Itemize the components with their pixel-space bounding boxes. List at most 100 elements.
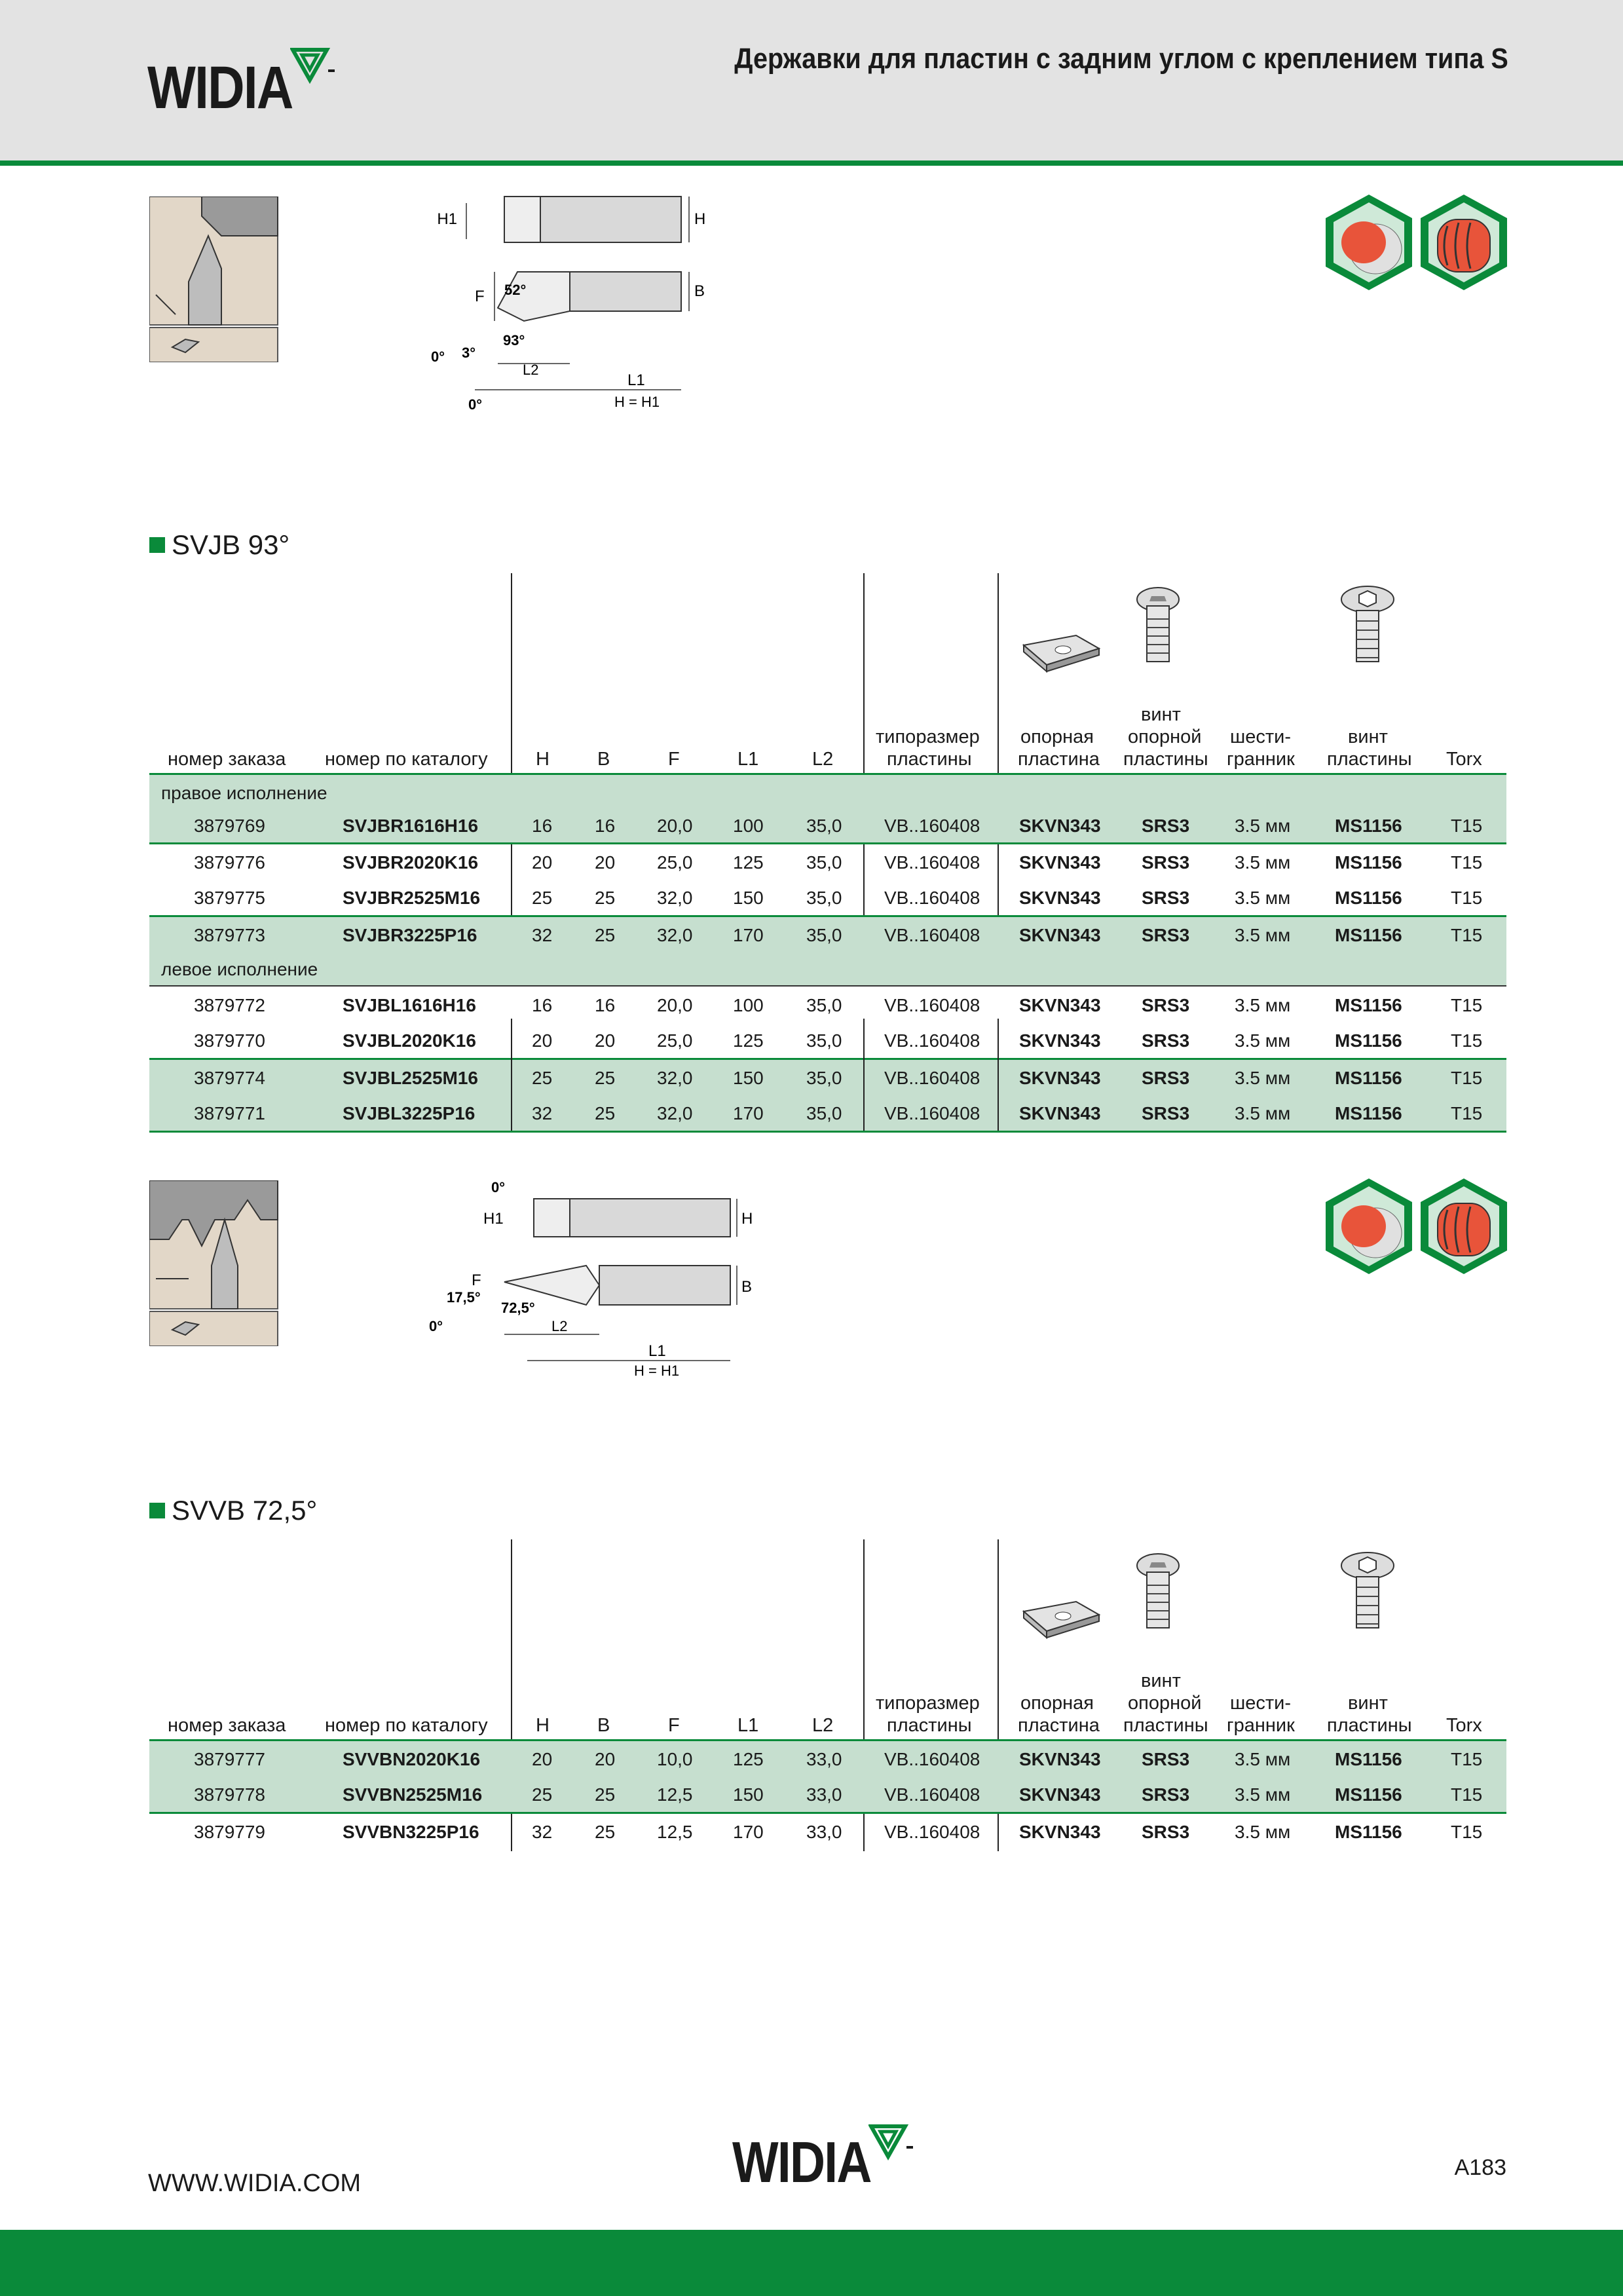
cell-f: 20,0 [657, 995, 693, 1015]
cell-shim-screw: SRS3 [1142, 1068, 1190, 1088]
logo-text: WIDIA [732, 2130, 872, 2194]
cell-l2: 35,0 [806, 995, 842, 1015]
angle-52: 52° [504, 282, 526, 298]
col-shim-2: пластина [1018, 1715, 1100, 1736]
col-hex-1: шести- [1230, 1693, 1292, 1714]
cell-l1: 125 [733, 852, 764, 873]
dim-b: B [694, 282, 705, 300]
table-rule [149, 773, 1506, 775]
col-shim-screw-1: винт [1141, 704, 1181, 725]
page-number: A183 [1454, 2155, 1506, 2180]
col-insert-screw-1: винт [1348, 726, 1388, 747]
shim-plate-icon [1022, 1600, 1101, 1640]
cell-l2: 33,0 [806, 1784, 842, 1805]
col-insert-screw-2: пластины [1327, 749, 1412, 770]
cell-insert: VB..160408 [884, 816, 980, 836]
tool-holder-drawing-svvb: 0° H1 H F 17,5° 72,5° B 0° L2 L1 H = H1 [429, 1179, 753, 1379]
cell-torx: T15 [1451, 852, 1483, 873]
cell-l2: 35,0 [806, 1030, 842, 1051]
col-shim-screw-1: винт [1141, 1670, 1181, 1691]
table-rule [149, 1812, 1506, 1814]
logo-mark-icon [868, 2124, 913, 2161]
cell-order: 3879771 [194, 1103, 266, 1123]
cell-shim-screw: SRS3 [1142, 852, 1190, 873]
cell-insert-screw: MS1156 [1335, 995, 1402, 1015]
cell-l2: 35,0 [806, 816, 842, 836]
cell-hex: 3.5 мм [1235, 925, 1291, 945]
table-divider [511, 1019, 512, 1131]
cell-torx: T15 [1451, 1822, 1483, 1842]
cell-shim-screw: SRS3 [1142, 925, 1190, 945]
cutting-application-diagram-svjb [149, 196, 280, 366]
col-insert-size-2: пластины [887, 749, 972, 770]
cell-shim: SKVN343 [1019, 1068, 1101, 1088]
cell-hex: 3.5 мм [1235, 1822, 1291, 1842]
insert-screw-icon [1341, 586, 1394, 662]
cell-order: 3879773 [194, 925, 266, 945]
cell-l2: 35,0 [806, 888, 842, 908]
table-divider [511, 573, 512, 956]
dim-h: H [741, 1210, 753, 1228]
group-label-right: правое исполнение [161, 783, 327, 803]
table-rule [149, 842, 1506, 844]
cell-b: 20 [595, 1749, 616, 1769]
cell-f: 20,0 [657, 816, 693, 836]
cell-h: 32 [532, 1822, 553, 1842]
cutting-application-diagram-svvb [149, 1180, 280, 1349]
table-divider [511, 1539, 512, 1851]
cell-shim-screw: SRS3 [1142, 1784, 1190, 1805]
table-rule [149, 985, 1506, 987]
cell-catalog: SVJBL2020K16 [343, 1030, 476, 1051]
cell-h: 25 [532, 888, 553, 908]
shim-plate-icon [1022, 634, 1101, 673]
cell-insert: VB..160408 [884, 1822, 980, 1842]
cell-insert-screw: MS1156 [1335, 852, 1402, 873]
table-row: 3879775 SVJBR2525M16 25 25 32,0 150 35,0… [149, 880, 1506, 915]
col-insert-screw-1: винт [1348, 1693, 1388, 1714]
cell-shim: SKVN343 [1019, 1103, 1101, 1123]
cell-b: 25 [595, 1068, 616, 1088]
cell-catalog: SVJBL1616H16 [343, 995, 476, 1015]
col-torx: Torx [1446, 749, 1482, 770]
cell-b: 20 [595, 1030, 616, 1051]
cell-l1: 150 [733, 888, 764, 908]
cell-f: 12,5 [657, 1784, 693, 1805]
cell-shim-screw: SRS3 [1142, 1030, 1190, 1051]
cell-f: 32,0 [657, 888, 693, 908]
dim-h: H [694, 210, 705, 228]
cell-order: 3879770 [194, 1030, 266, 1051]
table-row: 3879769 SVJBR1616H16 16 16 20,0 100 35,0… [149, 808, 1506, 843]
cell-shim-screw: SRS3 [1142, 816, 1190, 836]
col-h: H [536, 749, 550, 770]
dim-l1: L1 [648, 1342, 666, 1360]
cell-h: 25 [532, 1784, 553, 1805]
cell-b: 25 [595, 925, 616, 945]
cell-order: 3879774 [194, 1068, 266, 1088]
cell-insert-screw: MS1156 [1335, 1784, 1402, 1805]
footer-website-link[interactable]: WWW.WIDIA.COM [148, 2170, 362, 2197]
cell-insert: VB..160408 [884, 1068, 980, 1088]
cell-shim: SKVN343 [1019, 1822, 1101, 1842]
cell-l2: 35,0 [806, 1068, 842, 1088]
cell-hex: 3.5 мм [1235, 888, 1291, 908]
cell-h: 16 [532, 816, 553, 836]
table-row: 3879777 SVVBN2020K16 20 20 10,0 125 33,0… [149, 1741, 1506, 1777]
cell-h: 25 [532, 1068, 553, 1088]
dim-f: F [472, 1271, 481, 1289]
logo-text: WIDIA [147, 54, 293, 121]
dim-l2: L2 [523, 362, 538, 378]
section-title-svvb: SVVB 72,5° [149, 1495, 317, 1526]
section-marker [149, 1503, 165, 1518]
cell-hex: 3.5 мм [1235, 1030, 1291, 1051]
cell-insert-screw: MS1156 [1335, 1068, 1402, 1088]
col-catalog: номер по каталогу [325, 1715, 488, 1736]
cell-torx: T15 [1451, 1749, 1483, 1769]
dim-h1: H1 [437, 210, 457, 228]
cell-insert: VB..160408 [884, 852, 980, 873]
col-shim-screw-3: пластины [1123, 749, 1208, 770]
cell-shim: SKVN343 [1019, 888, 1101, 908]
cell-insert: VB..160408 [884, 1749, 980, 1769]
cell-l1: 100 [733, 816, 764, 836]
header-divider [0, 160, 1623, 166]
cell-catalog: SVJBL3225P16 [343, 1103, 476, 1123]
